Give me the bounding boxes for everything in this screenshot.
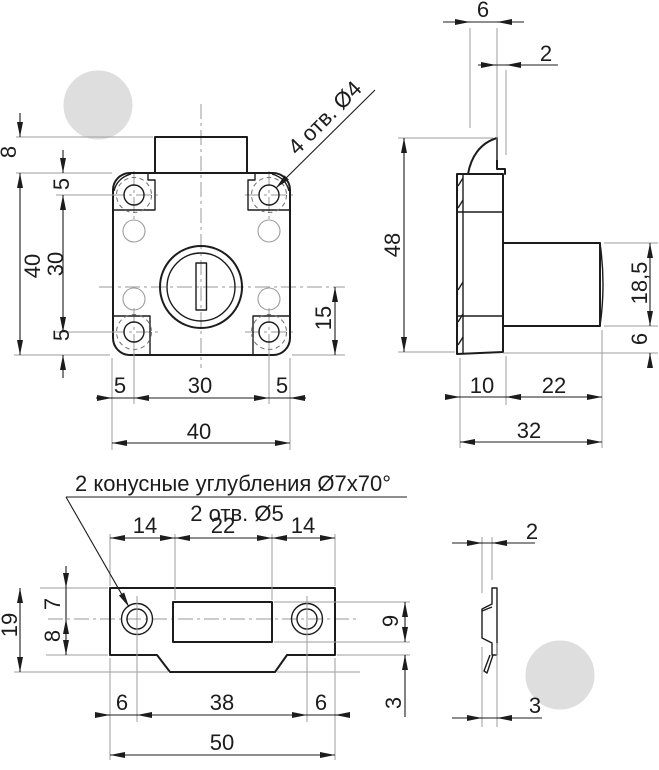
dim-side-cylinder-height: 18,5: [627, 262, 652, 305]
latch-tab-side: [467, 137, 506, 175]
hidden-feature-circles: [122, 219, 281, 311]
watermark-logo-bottom: [525, 640, 595, 710]
note-strike-countersink: 2 конусные углубления Ø7х70°: [75, 471, 391, 496]
front-dimension-texts: 8 5 30 5 40 15 5 30 5 40 4 отв. Ø4: [0, 76, 367, 444]
watermark-logo-top: [63, 70, 133, 140]
dim-side-height: 48: [380, 233, 405, 257]
dim-strike-bottom-total: 50: [210, 730, 234, 755]
strike-side-dimension-texts: 2 3: [526, 519, 541, 718]
dim-front-top-offset: 8: [0, 146, 21, 158]
dim-side-plate-depth: 10: [470, 373, 494, 398]
dim-front-bottom-mid: 30: [188, 373, 212, 398]
dim-side-latch-offset: 2: [540, 41, 552, 66]
dim-strike-side-thickness: 2: [526, 519, 538, 544]
side-extension-lines: [398, 28, 658, 448]
dim-front-bottom-total: 40: [187, 419, 211, 444]
dim-strike-bottom-mid: 38: [210, 690, 234, 715]
dim-strike-left-bottom: 8: [40, 630, 65, 642]
strike-side-extension-lines: [481, 537, 498, 727]
front-note-leader: [275, 89, 376, 189]
dim-front-bottom-left: 5: [114, 373, 126, 398]
dim-front-left-mid: 30: [43, 252, 68, 276]
strike-slot: [172, 601, 273, 643]
strike-plate-outline: [109, 587, 336, 673]
side-view-lock: [456, 137, 658, 355]
strike-side-dimensions: [452, 540, 542, 721]
note-front-holes: 4 отв. Ø4: [283, 76, 367, 160]
latch-tab-front: [154, 136, 248, 174]
lock-body-outline: [112, 172, 291, 356]
side-plate-outline: [456, 173, 504, 355]
cylinder-side-outline: [502, 242, 601, 327]
dim-side-below-cylinder: 6: [627, 333, 652, 345]
lock-cylinder-front: [159, 245, 243, 329]
dim-side-cylinder-depth: 22: [542, 373, 566, 398]
dim-strike-top-mid: 22: [211, 513, 235, 538]
strike-side-view: [481, 587, 498, 674]
dim-front-bottom-right: 5: [276, 373, 288, 398]
strike-side-profile: [481, 587, 498, 656]
dim-front-left-total: 40: [20, 254, 45, 278]
keyhole-slot: [195, 262, 208, 311]
dim-front-left-top: 5: [49, 178, 74, 190]
strike-dimension-texts: 2 конусные углубления Ø7х70° 2 отв. Ø5 1…: [0, 471, 406, 755]
side-plate-ticks: [457, 177, 464, 346]
strike-side-lip: [483, 654, 494, 674]
front-extension-lines: [14, 136, 345, 450]
side-dimensions: [401, 19, 653, 445]
dim-strike-slot-height: 9: [378, 615, 403, 627]
strike-note-leader: [65, 496, 130, 608]
dim-strike-left-total: 19: [0, 613, 22, 637]
dim-strike-below-slot: 3: [381, 697, 406, 709]
dim-strike-bottom-left: 6: [116, 690, 128, 715]
dim-strike-bottom-right: 6: [315, 690, 327, 715]
dim-side-latch-width: 6: [477, 0, 489, 22]
note-strike-holes: 2 отв. Ø5: [190, 501, 283, 526]
strike-extension-lines: [14, 534, 410, 760]
side-dimension-texts: 6 2 48 18,5 6 10 22 32: [380, 0, 652, 443]
dim-side-total-depth: 32: [517, 418, 541, 443]
strike-plate-view: [48, 587, 358, 673]
cylinder-end-arc: [599, 242, 604, 327]
dim-strike-left-top: 7: [40, 598, 65, 610]
dim-strike-side-lip-offset: 3: [529, 693, 541, 718]
front-dimensions: [17, 89, 376, 446]
dim-strike-top-right: 14: [291, 513, 315, 538]
dim-strike-top-left: 14: [133, 513, 157, 538]
dim-front-right-center: 15: [311, 306, 336, 330]
dim-front-left-bottom: 5: [49, 329, 74, 341]
strike-dimensions: [17, 496, 408, 758]
